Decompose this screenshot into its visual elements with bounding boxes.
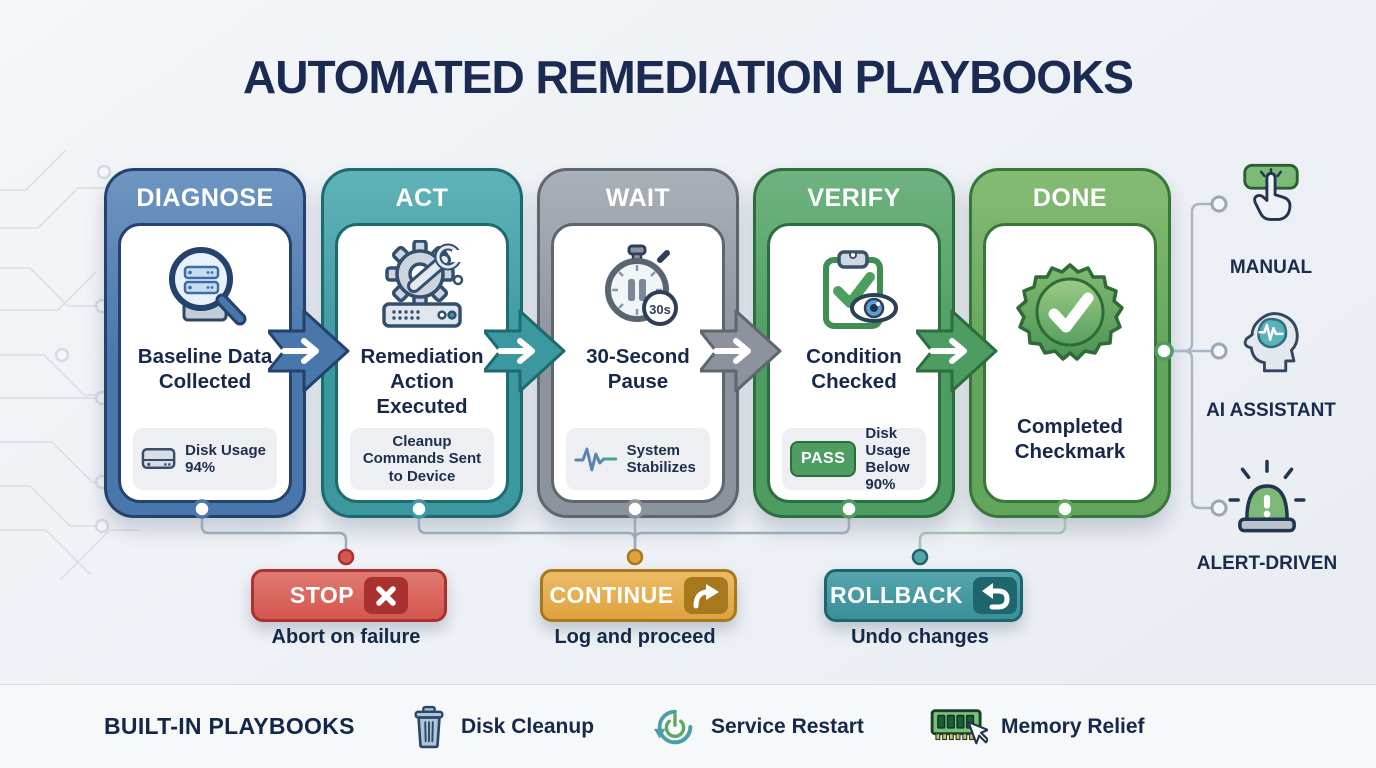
stage-detail-text: System Stabilizes — [626, 441, 696, 476]
rollback-button[interactable]: ROLLBACK — [824, 569, 1023, 622]
clipboard-check-eye-icon — [770, 234, 938, 342]
ram-module-cursor-icon — [930, 709, 988, 745]
rosette-checkmark-icon — [986, 242, 1154, 392]
playbook-service-restart: Service Restart — [652, 699, 864, 755]
trigger-label-manual: MANUAL — [1229, 257, 1313, 278]
stage-label-diagnose: DIAGNOSE — [136, 184, 274, 212]
stage-detail-box: Cleanup Commands Sent to Device — [350, 428, 494, 490]
stage-card-diagnose: DIAGNOSE Baseline Data Collected — [104, 168, 306, 518]
footer-bar: BUILT-IN PLAYBOOKS Disk Cleanup Service … — [0, 684, 1376, 768]
magnifier-server-icon — [121, 234, 289, 342]
trigger-manual: MANUAL — [1196, 160, 1346, 279]
stop-button[interactable]: STOP — [251, 569, 447, 622]
trigger-label-ai-assistant: AI ASSISTANT — [1206, 400, 1336, 421]
continue-button[interactable]: CONTINUE — [540, 569, 737, 622]
undo-arrow-icon — [973, 577, 1018, 614]
continue-caption: Log and proceed — [554, 626, 716, 648]
pass-badge: PASS — [790, 441, 857, 477]
trash-icon — [414, 705, 444, 749]
ai-head-brain-icon — [1243, 312, 1299, 373]
gear-wrench-icon — [338, 234, 506, 342]
stage-caption: Completed Checkmark — [1014, 415, 1126, 463]
trigger-alert-driven: ALERT-DRIVEN — [1192, 458, 1342, 575]
stage-caption: Condition Checked — [806, 345, 902, 393]
stage-caption: 30-Second Pause — [586, 345, 690, 393]
stage-label-wait: WAIT — [605, 184, 671, 212]
flow-arrow-wait-verify — [698, 305, 786, 397]
stage-body-verify: Condition Checked PASS Disk Usage Below … — [767, 223, 941, 503]
stage-label-verify: VERIFY — [807, 184, 901, 212]
stage-card-act: ACT — [321, 168, 523, 518]
stage-detail-text: Cleanup Commands Sent to Device — [362, 433, 482, 485]
stage-caption: Remediation Action Executed — [360, 345, 484, 418]
trigger-label-alert-driven: ALERT-DRIVEN — [1196, 553, 1338, 574]
stage-body-act: Remediation Action Executed Cleanup Comm… — [335, 223, 509, 503]
stage-caption: Baseline Data Collected — [137, 345, 273, 393]
stage-detail-box: PASS Disk Usage Below 90% — [782, 425, 926, 493]
stage-detail-text: Disk Usage 94% — [185, 441, 266, 476]
stage-card-verify: VERIFY Condition Checked PASS Disk Usage… — [753, 168, 955, 518]
stage-detail-box: System Stabilizes — [566, 428, 710, 490]
stage-detail-box: Disk Usage 94% — [133, 428, 277, 490]
rollback-button-label: ROLLBACK — [829, 582, 964, 608]
stage-body-diagnose: Baseline Data Collected Disk Usage 94% — [118, 223, 292, 503]
footer-heading: BUILT-IN PLAYBOOKS — [104, 713, 355, 739]
stopwatch-badge-text: 30s — [649, 302, 671, 317]
stopwatch-icon: 30s — [554, 234, 722, 342]
x-icon — [364, 577, 409, 614]
flow-arrow-diagnose-act — [266, 305, 354, 397]
playbook-label: Memory Relief — [1001, 715, 1145, 738]
flow-arrow-verify-done — [914, 305, 1002, 397]
stage-body-wait: 30s 30-Second Pause System Stabilizes — [551, 223, 725, 503]
stop-button-label: STOP — [289, 582, 355, 608]
stage-card-wait: WAIT 30s — [537, 168, 739, 518]
disk-drive-icon — [141, 448, 176, 469]
stage-label-act: ACT — [395, 184, 449, 212]
forward-arrow-icon — [683, 577, 728, 614]
press-button-hand-icon — [1243, 163, 1299, 221]
restart-power-icon — [653, 709, 693, 745]
playbook-label: Disk Cleanup — [461, 715, 595, 738]
waveform-icon — [574, 447, 618, 472]
rollback-caption: Undo changes — [851, 626, 989, 648]
flow-arrow-act-wait — [482, 305, 570, 397]
playbook-memory-relief: Memory Relief — [930, 699, 1145, 755]
continue-button-label: CONTINUE — [549, 582, 674, 608]
stage-detail-text: Disk Usage Below 90% — [865, 424, 911, 494]
stage-body-done: Completed Checkmark — [983, 223, 1157, 503]
stage-card-done: DONE Completed Check — [969, 168, 1171, 518]
trigger-ai-assistant: AI ASSISTANT — [1196, 305, 1346, 422]
stop-caption: Abort on failure — [271, 626, 421, 648]
page-title: AUTOMATED REMEDIATION PLAYBOOKS — [243, 51, 1134, 103]
siren-alert-icon — [1228, 459, 1306, 533]
playbook-disk-cleanup: Disk Cleanup — [410, 699, 594, 755]
stage-label-done: DONE — [1032, 184, 1108, 212]
playbook-label: Service Restart — [711, 715, 864, 738]
